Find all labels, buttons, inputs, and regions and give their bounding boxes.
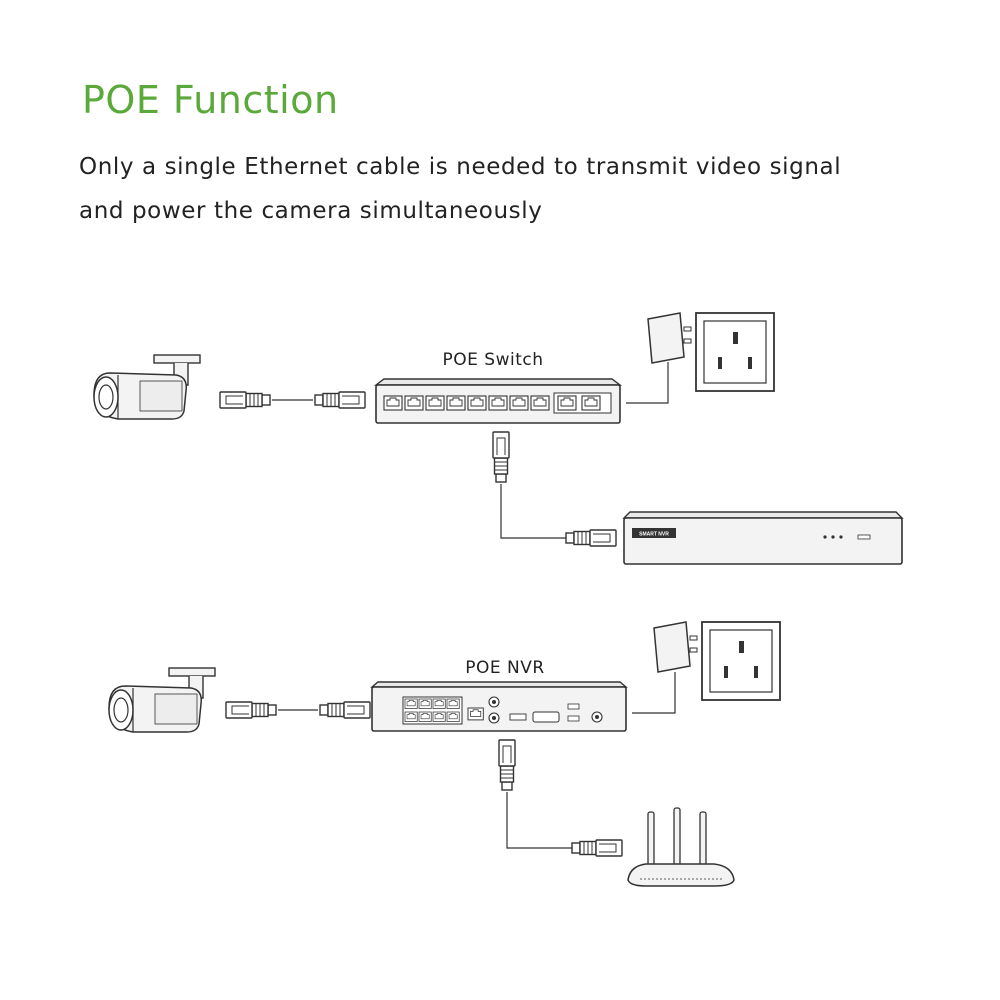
diagram-poe-nvr: POE NVR xyxy=(108,621,781,887)
wall-socket-icon xyxy=(701,621,781,701)
poe-switch-icon xyxy=(373,378,623,424)
power-adapter-icon xyxy=(647,312,692,364)
subtitle-line-2: and power the camera simultaneously xyxy=(79,198,543,224)
camera-icon xyxy=(108,667,216,733)
nvr-badge-text: SMART NVR xyxy=(639,532,669,538)
poe-nvr-icon xyxy=(370,681,628,732)
power-cable xyxy=(632,672,676,714)
nvr-badge xyxy=(632,528,676,538)
poe-switch-label: POE Switch xyxy=(443,350,544,370)
page-title: POE Function xyxy=(82,78,339,122)
ethernet-cable-icon xyxy=(492,431,617,547)
page-subtitle: Only a single Ethernet cable is needed t… xyxy=(79,145,959,233)
ethernet-cable-icon xyxy=(219,391,366,409)
power-adapter-icon xyxy=(653,621,698,673)
router-icon xyxy=(627,807,735,887)
subtitle-line-1: Only a single Ethernet cable is needed t… xyxy=(79,154,842,180)
wall-socket-icon xyxy=(695,312,775,392)
ethernet-cable-icon xyxy=(225,701,371,719)
camera-icon xyxy=(93,354,201,420)
ethernet-cable-icon xyxy=(498,739,623,857)
nvr-icon: SMART NVR xyxy=(622,511,904,565)
poe-nvr-label: POE NVR xyxy=(465,658,544,678)
power-cable xyxy=(626,362,669,404)
diagram-poe-switch: POE Switch SMART NVR xyxy=(93,312,904,565)
